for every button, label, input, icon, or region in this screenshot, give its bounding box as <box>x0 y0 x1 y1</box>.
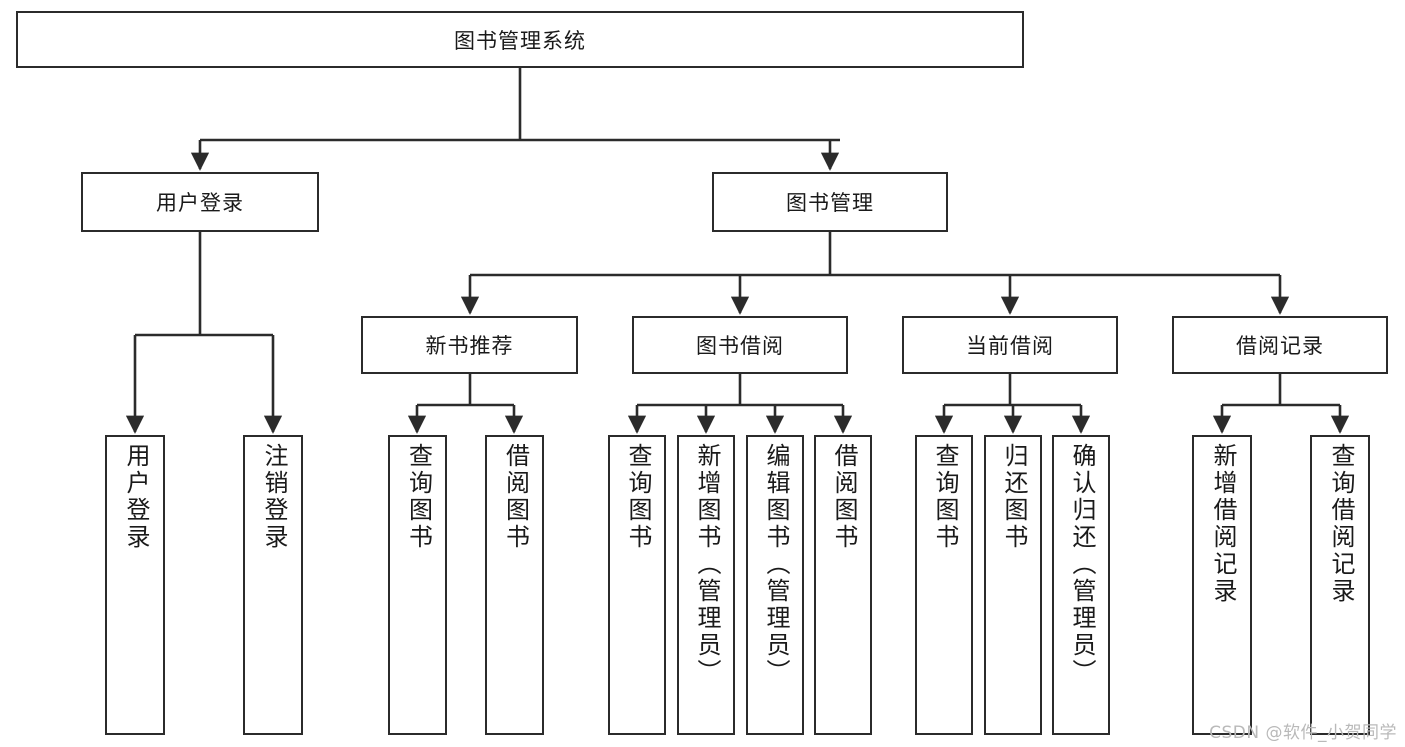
node-current-borrow-label: 当前借阅 <box>966 334 1054 358</box>
leaf-logout-label: 注销登录 <box>259 443 288 551</box>
leaf-add-borrow-record[interactable]: 新增借阅记录 <box>1192 435 1252 735</box>
leaf-return-book[interactable]: 归还图书 <box>984 435 1042 735</box>
node-borrow-records-label: 借阅记录 <box>1236 334 1324 358</box>
leaf-query-book-newbook-label: 查询图书 <box>404 443 433 551</box>
node-new-book-recommend[interactable]: 新书推荐 <box>361 316 578 374</box>
node-book-borrow[interactable]: 图书借阅 <box>632 316 848 374</box>
leaf-add-book-admin[interactable]: 新增图书（管理员） <box>677 435 735 735</box>
leaf-query-book-newbook[interactable]: 查询图书 <box>388 435 447 735</box>
leaf-user-login[interactable]: 用户登录 <box>105 435 165 735</box>
leaf-query-book-current-label: 查询图书 <box>930 443 959 551</box>
node-book-management[interactable]: 图书管理 <box>712 172 948 232</box>
leaf-query-borrow-record[interactable]: 查询借阅记录 <box>1310 435 1370 735</box>
leaf-logout[interactable]: 注销登录 <box>243 435 303 735</box>
leaf-user-login-label: 用户登录 <box>121 443 150 551</box>
node-book-management-label: 图书管理 <box>786 191 874 215</box>
leaf-query-book-borrow-label: 查询图书 <box>623 443 652 551</box>
watermark: CSDN @软件_小贺同学 <box>1209 723 1397 743</box>
node-root[interactable]: 图书管理系统 <box>16 11 1024 68</box>
node-borrow-records[interactable]: 借阅记录 <box>1172 316 1388 374</box>
node-new-book-recommend-label: 新书推荐 <box>425 334 514 358</box>
leaf-borrow-book-newbook-label: 借阅图书 <box>501 443 530 551</box>
leaf-edit-book-admin-label: 编辑图书（管理员） <box>761 443 790 686</box>
leaf-confirm-return-admin-label: 确认归还（管理员） <box>1067 443 1096 686</box>
leaf-borrow-book-newbook[interactable]: 借阅图书 <box>485 435 544 735</box>
leaf-confirm-return-admin[interactable]: 确认归还（管理员） <box>1052 435 1110 735</box>
leaf-query-book-current[interactable]: 查询图书 <box>915 435 973 735</box>
leaf-borrow-book[interactable]: 借阅图书 <box>814 435 872 735</box>
leaf-add-book-admin-label: 新增图书（管理员） <box>692 443 721 686</box>
leaf-add-borrow-record-label: 新增借阅记录 <box>1208 443 1237 605</box>
node-book-borrow-label: 图书借阅 <box>696 334 784 358</box>
node-current-borrow[interactable]: 当前借阅 <box>902 316 1118 374</box>
node-user-login[interactable]: 用户登录 <box>81 172 319 232</box>
leaf-borrow-book-label: 借阅图书 <box>829 443 858 551</box>
leaf-query-book-borrow[interactable]: 查询图书 <box>608 435 666 735</box>
leaf-query-borrow-record-label: 查询借阅记录 <box>1326 443 1355 605</box>
leaf-edit-book-admin[interactable]: 编辑图书（管理员） <box>746 435 804 735</box>
leaf-return-book-label: 归还图书 <box>999 443 1028 551</box>
node-user-login-label: 用户登录 <box>156 191 244 215</box>
node-root-label: 图书管理系统 <box>454 28 586 53</box>
